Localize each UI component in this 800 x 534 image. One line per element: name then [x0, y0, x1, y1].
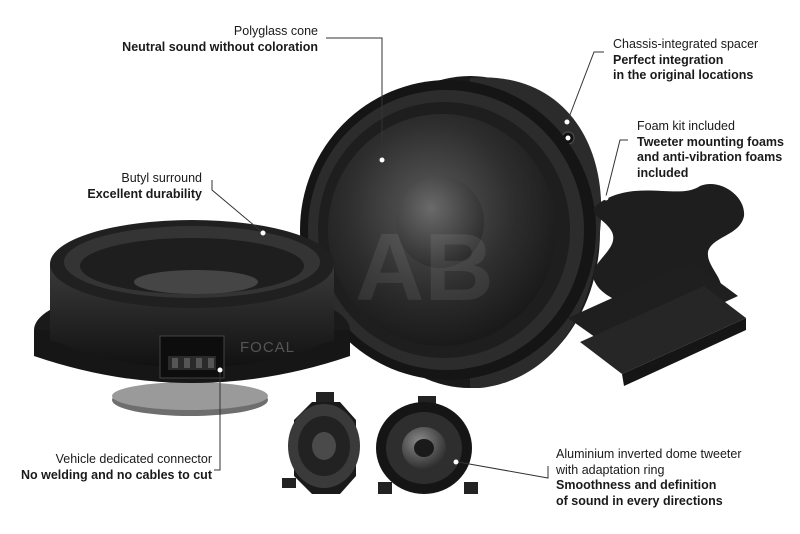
- tweeter-rear: [282, 392, 360, 494]
- callout-polyglass-cone: Polyglass cone Neutral sound without col…: [58, 24, 318, 55]
- butyl-title: Butyl surround: [121, 171, 202, 185]
- tweeter-title-2: with adaptation ring: [556, 462, 665, 477]
- tweeter-desc-1: Smoothness and definition: [556, 478, 717, 492]
- spacer-desc-1: Perfect integration: [613, 52, 724, 67]
- polyglass-title: Polyglass cone: [233, 24, 318, 38]
- foam-desc-1: Tweeter mounting foams: [637, 134, 785, 149]
- tweeter-desc-2: of sound in every directions: [556, 493, 723, 508]
- callout-foam-kit: Foam kit included Tweeter mounting foams…: [637, 119, 797, 181]
- callout-chassis-spacer: Chassis-integrated spacer Perfect integr…: [613, 37, 793, 84]
- leader-spacer: [567, 51, 604, 121]
- woofer-front: AB: [300, 76, 602, 389]
- foam-desc-3: included: [637, 165, 689, 180]
- leader-butyl: [211, 180, 263, 233]
- leader-tweeter: [457, 461, 549, 479]
- connector-title: Vehicle dedicated connector: [55, 452, 212, 466]
- connector-desc: No welding and no cables to cut: [21, 467, 212, 482]
- spacer-title: Chassis-integrated spacer: [613, 37, 759, 51]
- watermark-logo: AB: [355, 214, 494, 321]
- leader-polyglass: [326, 37, 383, 158]
- butyl-desc: Excellent durability: [87, 186, 202, 201]
- leader-lines: [211, 37, 628, 479]
- callout-tweeter: Aluminium inverted dome tweeter with ada…: [556, 447, 796, 509]
- polyglass-desc: Neutral sound without coloration: [122, 39, 318, 54]
- foam-desc-2: and anti-vibration foams: [637, 150, 783, 164]
- woofer-side: FOCAL: [34, 220, 350, 416]
- leader-foam: [605, 139, 628, 197]
- foam-title: Foam kit included: [637, 119, 735, 133]
- spacer-desc-2: in the original locations: [613, 68, 754, 82]
- brand-logo: FOCAL: [240, 339, 295, 356]
- callout-butyl-surround: Butyl surround Excellent durability: [22, 171, 202, 202]
- tweeter-title-1: Aluminium inverted dome tweeter: [556, 447, 742, 461]
- foam-kit: [568, 184, 746, 386]
- tweeter-front: [376, 396, 478, 494]
- leader-connector: [214, 372, 221, 471]
- callout-vehicle-connector: Vehicle dedicated connector No welding a…: [2, 452, 212, 483]
